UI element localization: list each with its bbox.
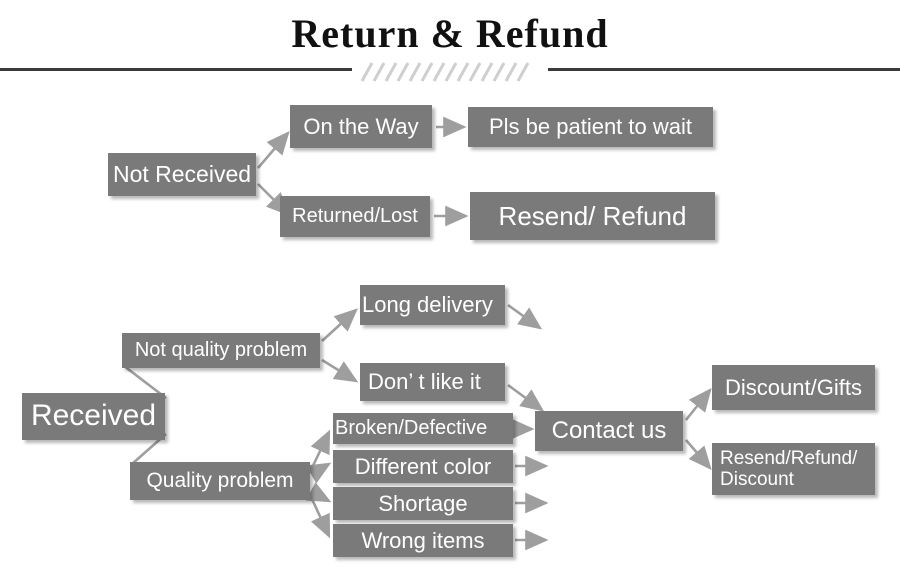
decorative-divider xyxy=(0,62,900,82)
flow-node-label: Contact us xyxy=(551,417,667,445)
page-title: Return & Refund xyxy=(291,11,609,56)
flow-node-label: Shortage xyxy=(378,490,468,516)
connector-notreceived-ontheway xyxy=(257,131,290,169)
flow-node-label: Returned/Lost xyxy=(292,204,418,227)
flow-node-label: Not quality problem xyxy=(134,338,308,361)
flow-node-label: Discount/Gifts xyxy=(725,374,862,400)
connector-contactus-resendrefunddiscount xyxy=(685,439,712,470)
flow-node-wrong-items: Wrong items xyxy=(333,524,513,557)
flow-node-broken: Broken/Defective xyxy=(333,413,513,444)
flow-node-label: Don’ t like it xyxy=(368,368,481,394)
flow-node-label: Quality problem xyxy=(146,468,294,492)
connector-notquality-dontlike xyxy=(321,358,359,383)
flow-node-label: Pls be patient to wait xyxy=(488,114,692,140)
flow-node-label: Wrong items xyxy=(361,527,485,553)
flow-node-different-color: Different color xyxy=(333,450,513,483)
flow-node-dont-like-it: Don’ t like it xyxy=(360,363,505,401)
connector-notquality-longdelivery xyxy=(321,308,358,342)
flow-node-pls-be-patient: Pls be patient to wait xyxy=(468,107,713,147)
flow-node-label: Long delivery xyxy=(362,292,493,318)
flow-node-discount-gifts: Discount/Gifts xyxy=(712,365,875,410)
flow-node-label: Resend/ Refund xyxy=(498,200,687,231)
connector-longdelivery-contactus xyxy=(507,303,543,330)
flow-node-received: Received xyxy=(22,393,165,440)
connector-dontlike-contactus xyxy=(507,383,545,412)
flow-node-label: On the Way xyxy=(303,113,419,139)
flow-node-label: Not Received xyxy=(112,161,252,188)
flow-node-quality: Quality problem xyxy=(130,462,310,500)
flow-node-label: Received xyxy=(30,399,157,433)
connector-quality-shortage xyxy=(305,482,332,503)
flow-node-resend-refund-discount: Resend/Refund/ Discount xyxy=(712,443,875,495)
connector-quality-wrongitems xyxy=(310,498,331,539)
divider-rule-left xyxy=(0,68,352,71)
flow-node-shortage: Shortage xyxy=(333,487,513,520)
flow-node-returned-lost: Returned/Lost xyxy=(280,196,430,237)
flow-node-label: Broken/Defective xyxy=(335,416,488,439)
flow-node-long-delivery: Long delivery xyxy=(360,285,505,325)
hatched-divider-icon xyxy=(360,62,530,82)
flow-node-resend-refund: Resend/ Refund xyxy=(470,192,715,240)
connector-quality-differentcolor xyxy=(305,462,332,484)
connector-received-notquality xyxy=(123,364,167,400)
flow-node-not-received: Not Received xyxy=(108,153,256,196)
connector-contactus-discountgifts xyxy=(684,387,712,421)
connector-quality-broken xyxy=(310,429,331,469)
flow-node-label: Different color xyxy=(354,453,492,479)
flow-node-on-the-way: On the Way xyxy=(290,105,432,148)
flow-node-label: Resend/Refund/ Discount xyxy=(720,447,858,490)
flow-node-not-quality: Not quality problem xyxy=(122,333,320,368)
flow-node-contact-us: Contact us xyxy=(535,411,683,451)
divider-rule-right xyxy=(548,68,900,71)
